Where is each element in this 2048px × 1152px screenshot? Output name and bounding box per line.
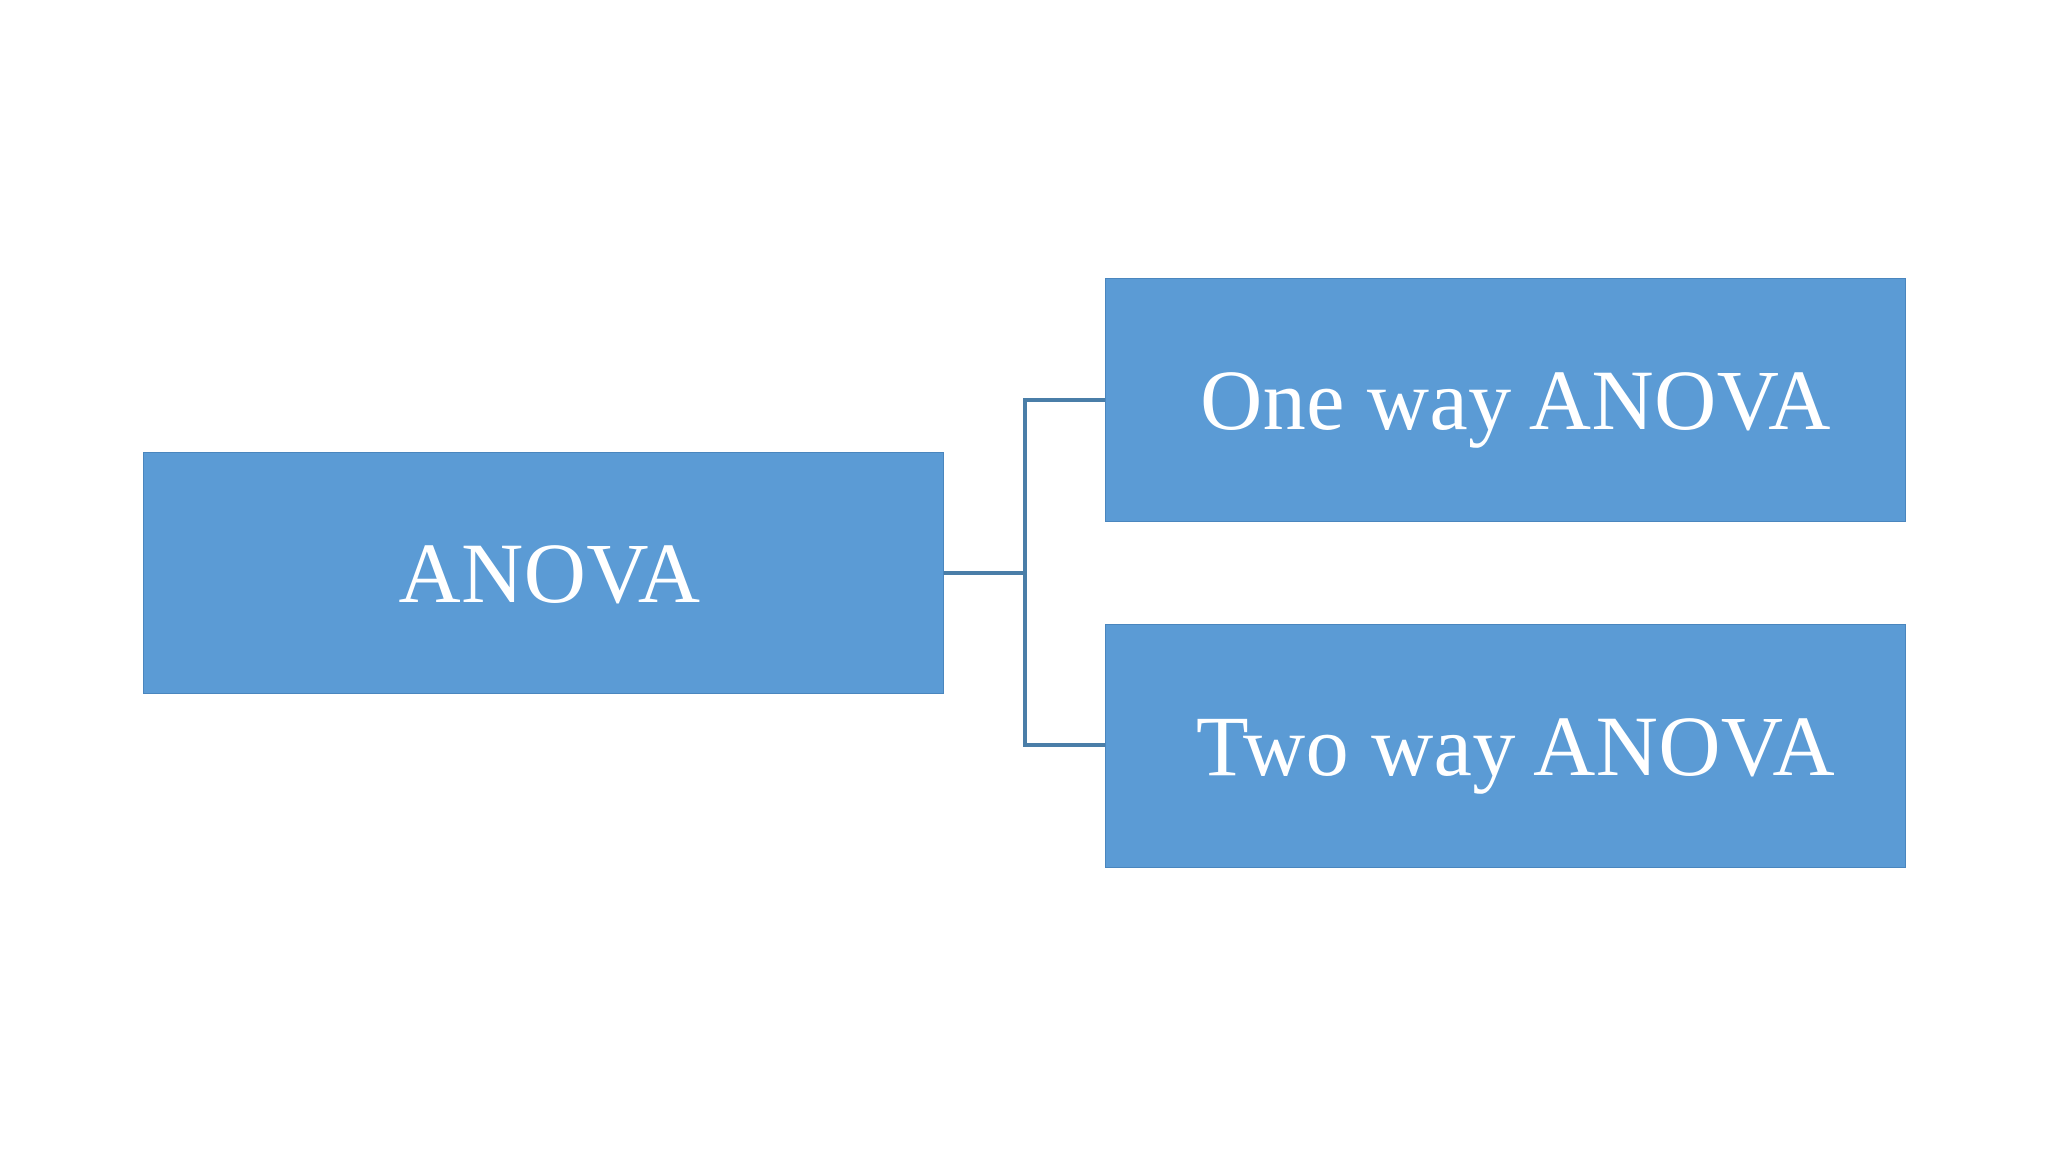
node-two-way-anova-label: Two way ANOVA (1195, 697, 1836, 794)
node-two-way-anova[interactable]: Two way ANOVA (1105, 624, 1906, 868)
node-anova-root-label: ANOVA (398, 524, 701, 621)
node-one-way-anova-label: One way ANOVA (1200, 351, 1831, 448)
node-one-way-anova[interactable]: One way ANOVA (1105, 278, 1906, 522)
node-anova-root[interactable]: ANOVA (143, 452, 944, 694)
